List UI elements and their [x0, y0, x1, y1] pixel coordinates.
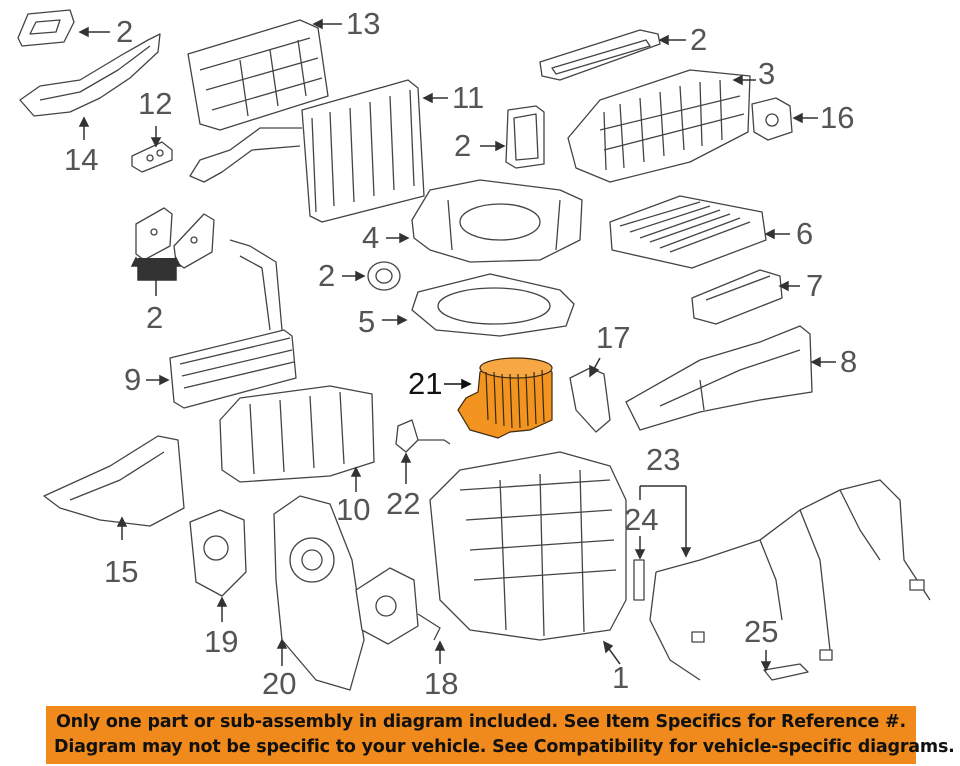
part-evaporator-11 [189, 79, 425, 223]
part-duct-14 [19, 33, 161, 117]
disclaimer-banner: Only one part or sub-assembly in diagram… [46, 706, 955, 764]
part-hvac-case-1 [429, 451, 627, 641]
part-duct-15 [43, 435, 185, 527]
part-gasket-2 [539, 29, 661, 81]
callout-10: 10 [336, 492, 371, 527]
callout-15: 15 [104, 554, 139, 589]
callout-2: 2 [116, 14, 134, 49]
part-case-10 [219, 385, 375, 483]
callout-24: 24 [624, 502, 659, 537]
callout-25: 25 [744, 614, 779, 649]
callout-4: 4 [362, 220, 380, 255]
part-actuator-17 [569, 367, 611, 433]
callout-2: 2 [690, 22, 708, 57]
callout-23: 23 [646, 442, 681, 477]
part-case-20 [273, 495, 365, 691]
part-filter-6 [609, 195, 767, 269]
part-blower-motor-21 [457, 357, 553, 439]
callout-18: 18 [424, 666, 459, 701]
part-case-13 [187, 19, 329, 131]
callout-16: 16 [820, 100, 855, 135]
part-blower-housing-4 [411, 179, 583, 263]
part-bracket-7 [691, 269, 783, 325]
callout-2: 2 [454, 128, 472, 163]
callout-2: 2 [146, 300, 164, 335]
part-duct-8 [625, 325, 813, 431]
parts-diagram [17, 9, 931, 691]
callout-19: 19 [204, 624, 239, 659]
callout-3: 3 [758, 56, 776, 91]
part-actuator-19 [189, 509, 247, 597]
part-wire-harness-23 [649, 479, 931, 681]
callout-20: 20 [262, 666, 297, 701]
disclaimer-line-1: Only one part or sub-assembly in diagram… [56, 712, 906, 732]
part-gasket-small-2 [505, 105, 545, 169]
part-duct-seal-2 [17, 9, 75, 47]
part-sensor-24 [633, 559, 645, 601]
disclaimer-line-2: Diagram may not be specific to your vehi… [54, 737, 955, 757]
part-sensor-12 [131, 141, 173, 173]
part-housing-5 [411, 273, 575, 337]
callout-7: 7 [806, 268, 824, 303]
callout-6: 6 [796, 216, 814, 251]
callout-12: 12 [138, 86, 173, 121]
callout-2: 2 [318, 258, 336, 293]
callout-22: 22 [386, 486, 421, 521]
callout-17: 17 [596, 320, 631, 355]
part-actuator-18 [355, 567, 441, 645]
callout-21: 21 [408, 366, 443, 401]
callout-8: 8 [840, 344, 858, 379]
part-actuator-16 [751, 97, 793, 141]
part-sensor-22 [395, 419, 451, 453]
callout-14: 14 [64, 142, 99, 177]
callout-1: 1 [612, 660, 630, 695]
callout-5: 5 [358, 304, 376, 339]
callout-9: 9 [124, 362, 142, 397]
part-sensor-25 [763, 663, 809, 681]
part-air-inlet-3 [567, 69, 751, 183]
callout-11: 11 [452, 80, 485, 115]
callout-13: 13 [346, 6, 381, 41]
part-ring-2 [367, 261, 401, 291]
part-heater-core-9 [169, 239, 297, 409]
